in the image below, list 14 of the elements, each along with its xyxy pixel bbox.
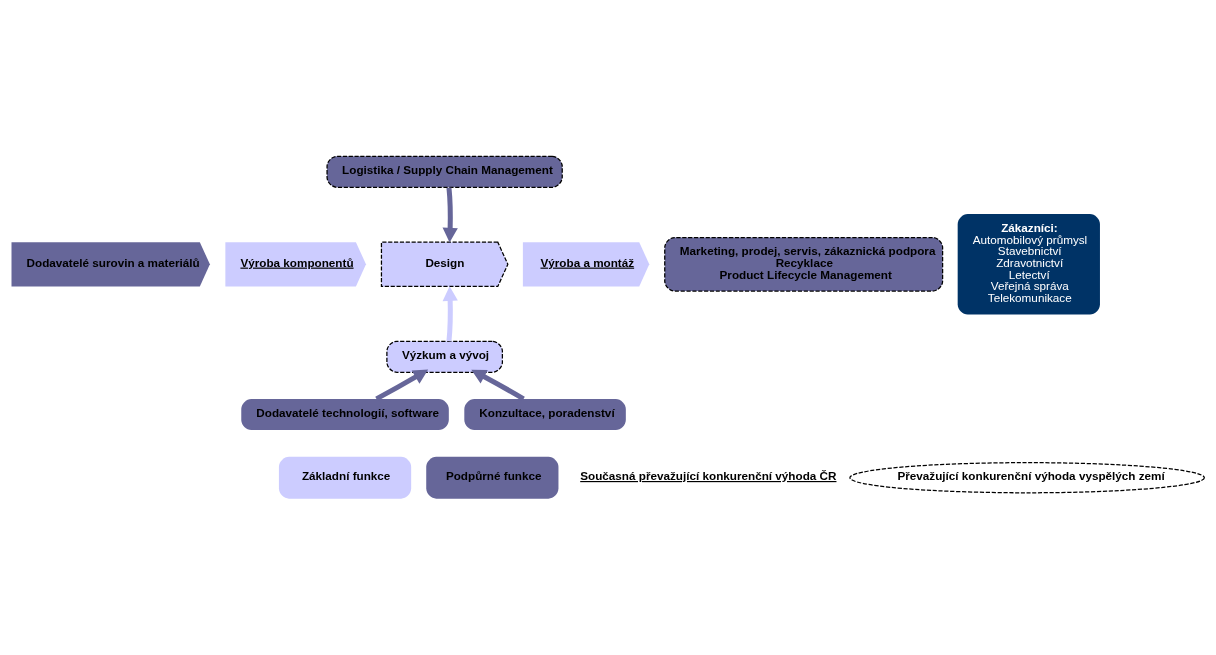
- node-box: Logistika / Supply Chain Management: [326, 155, 563, 188]
- node-box: Marketing, prodej, servis, zákaznická podpora Recyklace Product Lifecycle Management: [664, 236, 944, 292]
- legend-label: Podpůrné funkce: [445, 468, 542, 482]
- node-box: Zákazníci: Automobilový průmysl Stavebnictví Zdravotnictví Letectví Veřejná správa Telekomunikace: [957, 214, 1100, 315]
- arrow: [442, 286, 458, 342]
- arrow: [442, 187, 458, 243]
- arrow: [375, 369, 429, 402]
- node-box: Výzkum a vývoj: [386, 340, 503, 373]
- legend-label: Základní funkce: [301, 468, 391, 482]
- legend-label: Současná převažující konkurenční výhoda ČR: [580, 468, 837, 482]
- node-box: Dodavatelé technologií, software: [241, 399, 449, 430]
- arrow: [471, 369, 525, 402]
- node-box: Konzultace, poradenství: [464, 399, 626, 430]
- legend-label: Převažující konkurenční výhoda vyspělých zemí: [897, 468, 1165, 482]
